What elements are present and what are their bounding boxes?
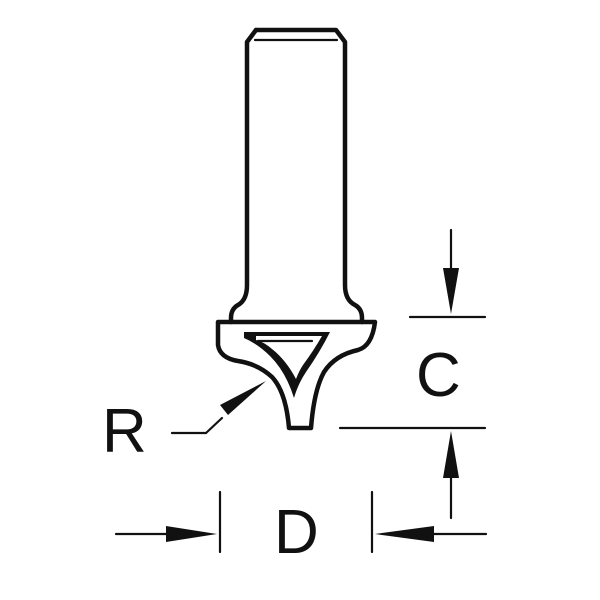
label-r: R [102,397,147,466]
cutter-head [215,319,378,431]
shank [228,27,365,325]
c-down-arrow [443,268,459,314]
d-left-arrow [375,526,434,542]
label-d: D [274,498,319,567]
diameter-dimension [114,490,488,554]
label-c: C [416,341,461,410]
cut-depth-dimension [338,228,487,520]
radius-pointer [170,381,266,435]
c-up-arrow [443,431,459,478]
d-right-arrow [166,526,217,542]
